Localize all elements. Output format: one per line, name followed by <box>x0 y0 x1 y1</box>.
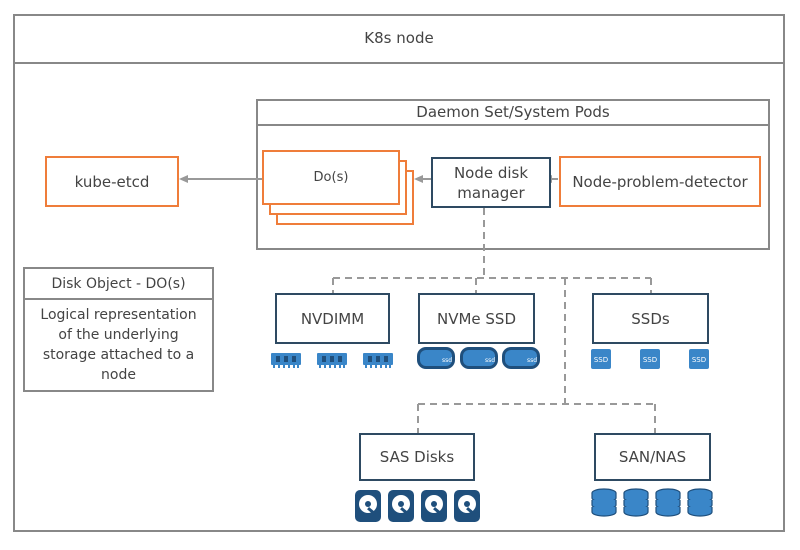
hard-disk-icon <box>421 490 447 522</box>
svg-text:ssd: ssd <box>527 357 537 364</box>
san-nas-box: SAN/NAS <box>594 433 711 481</box>
nvdimm-memory-icon <box>317 353 347 368</box>
storage-array-icon <box>655 488 681 517</box>
k8s-node-title: K8s node <box>13 14 785 64</box>
legend-title: Disk Object - DO(s) <box>23 267 214 300</box>
storage-array-icon <box>623 488 649 517</box>
nvdimm-memory-icon <box>271 353 301 368</box>
hard-disk-icon <box>454 490 480 522</box>
dos-card: Do(s) <box>262 150 400 205</box>
svg-text:ssd: ssd <box>485 357 495 364</box>
ssds-box: SSDs <box>592 293 709 344</box>
daemon-set-frame <box>256 99 770 250</box>
nvdimm-box: NVDIMM <box>275 293 390 344</box>
nvme-drive-icon: ssd <box>460 347 498 369</box>
node-problem-detector-box: Node-problem-detector <box>559 156 761 207</box>
hard-disk-icon <box>388 490 414 522</box>
kube-etcd-box: kube-etcd <box>45 156 179 207</box>
nvme-ssd-box: NVMe SSD <box>418 293 535 344</box>
legend-body: Logical representation of the underlying… <box>23 298 214 392</box>
nvme-drive-icon: ssd <box>417 347 455 369</box>
ssd-icon: SSD <box>591 349 611 369</box>
storage-array-icon <box>591 488 617 517</box>
nvdimm-memory-icon <box>363 353 393 368</box>
storage-array-icon <box>687 488 713 517</box>
ssd-icon: SSD <box>640 349 660 369</box>
nvme-drive-icon: ssd <box>502 347 540 369</box>
sas-disks-box: SAS Disks <box>359 433 475 481</box>
svg-text:ssd: ssd <box>442 357 452 364</box>
svg-text:SSD: SSD <box>692 356 706 364</box>
svg-text:SSD: SSD <box>594 356 608 364</box>
k8s-node-frame <box>13 14 785 532</box>
svg-text:SSD: SSD <box>643 356 657 364</box>
node-disk-manager-box: Node disk manager <box>431 157 551 208</box>
daemon-set-title: Daemon Set/System Pods <box>256 99 770 126</box>
ssd-icon: SSD <box>689 349 709 369</box>
hard-disk-icon <box>355 490 381 522</box>
